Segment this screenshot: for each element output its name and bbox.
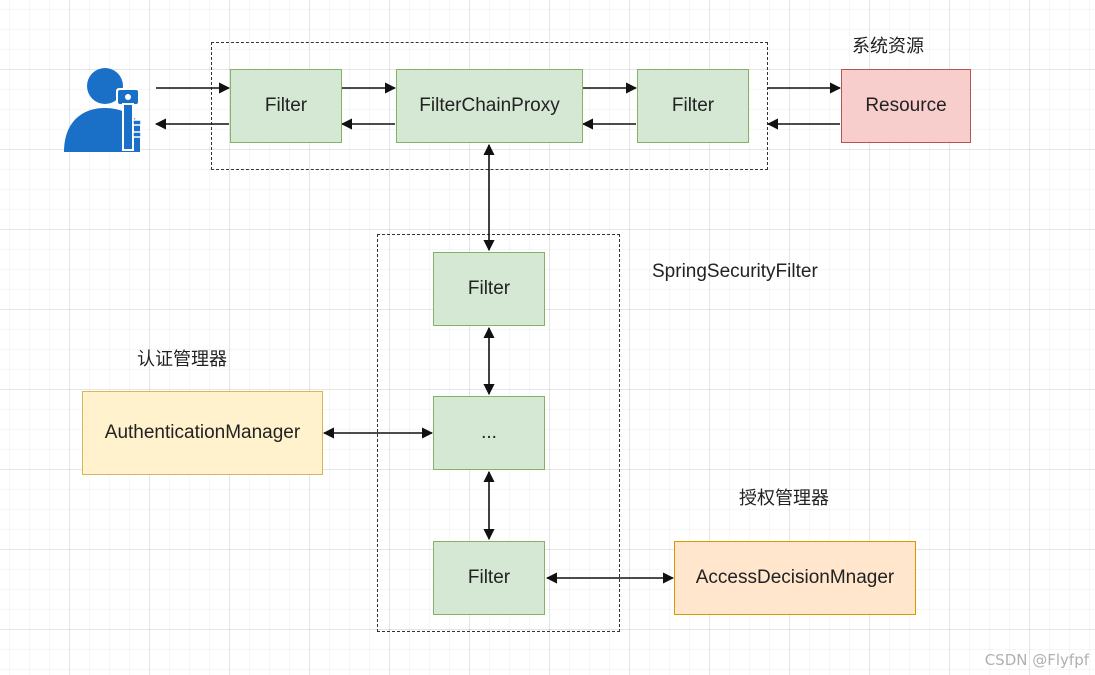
watermark: CSDN @Flyfpf xyxy=(984,651,1089,669)
resource-box: Resource xyxy=(841,69,971,143)
security-filter-box-top: Filter xyxy=(433,252,545,326)
security-filter-ellipsis-box: ... xyxy=(433,396,545,470)
security-filter-box-bottom: Filter xyxy=(433,541,545,615)
spring-security-filter-label: SpringSecurityFilter xyxy=(652,261,818,282)
filter-chain-proxy-box: FilterChainProxy xyxy=(396,69,583,143)
filter-box-left: Filter xyxy=(230,69,342,143)
authentication-manager-cn-label: 认证管理器 xyxy=(137,349,227,370)
authentication-manager-box: AuthenticationManager xyxy=(82,391,323,475)
system-resource-label: 系统资源 xyxy=(852,36,924,57)
authorization-manager-cn-label: 授权管理器 xyxy=(739,488,829,509)
access-decision-manager-box: AccessDecisionMnager xyxy=(674,541,916,615)
filter-box-right: Filter xyxy=(637,69,749,143)
user-key-icon xyxy=(64,68,142,152)
